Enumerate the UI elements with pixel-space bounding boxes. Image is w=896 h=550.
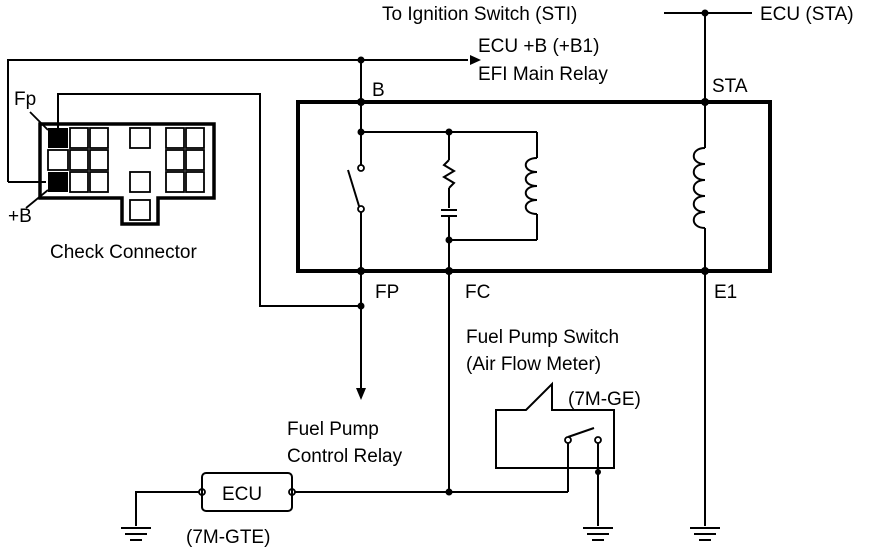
sta-coil-icon bbox=[692, 147, 706, 229]
fp-line bbox=[356, 271, 366, 400]
relay-box bbox=[296, 100, 772, 273]
control-relay-label: Control Relay bbox=[287, 446, 403, 467]
coil-icon bbox=[524, 157, 538, 215]
air-flow-meter-label: (Air Flow Meter) bbox=[466, 354, 601, 375]
fc-line bbox=[445, 271, 453, 496]
efi-main-relay-label: EFI Main Relay bbox=[478, 64, 608, 85]
ecu-module bbox=[121, 472, 568, 541]
relay-internal bbox=[347, 102, 706, 271]
fuel-pump-label: Fuel Pump bbox=[287, 419, 379, 440]
terminal-e1-label: E1 bbox=[714, 282, 737, 303]
fuel-pump-switch-label: Fuel Pump Switch bbox=[466, 327, 619, 348]
check-connector bbox=[25, 111, 216, 226]
relay-switch-arm bbox=[347, 169, 360, 207]
ecu-box-label: ECU bbox=[222, 484, 262, 505]
resistor-icon bbox=[442, 159, 456, 189]
ecu-sta-label: ECU (STA) bbox=[760, 4, 854, 25]
terminal-fp-label: FP bbox=[375, 282, 399, 303]
ecu-b-label: ECU +B (+B1) bbox=[478, 36, 599, 57]
ignition-line bbox=[664, 9, 752, 102]
terminal-fc-label: FC bbox=[465, 282, 490, 303]
fp-pin-label: Fp bbox=[14, 89, 36, 110]
b-pin-label: +B bbox=[8, 206, 32, 227]
terminal-sta-label: STA bbox=[712, 76, 748, 97]
terminal-b-label: B bbox=[372, 80, 385, 101]
ignition-switch-label: To Ignition Switch (STI) bbox=[382, 4, 577, 25]
engine-7mge-label: (7M-GE) bbox=[568, 389, 641, 410]
engine-7mgte-label: (7M-GTE) bbox=[186, 527, 270, 548]
e1-ground bbox=[690, 271, 720, 541]
fp-wire bbox=[57, 93, 361, 307]
fuel-pump-switch bbox=[495, 381, 615, 541]
ecu-b-line bbox=[7, 55, 481, 183]
check-connector-label: Check Connector bbox=[50, 242, 197, 263]
